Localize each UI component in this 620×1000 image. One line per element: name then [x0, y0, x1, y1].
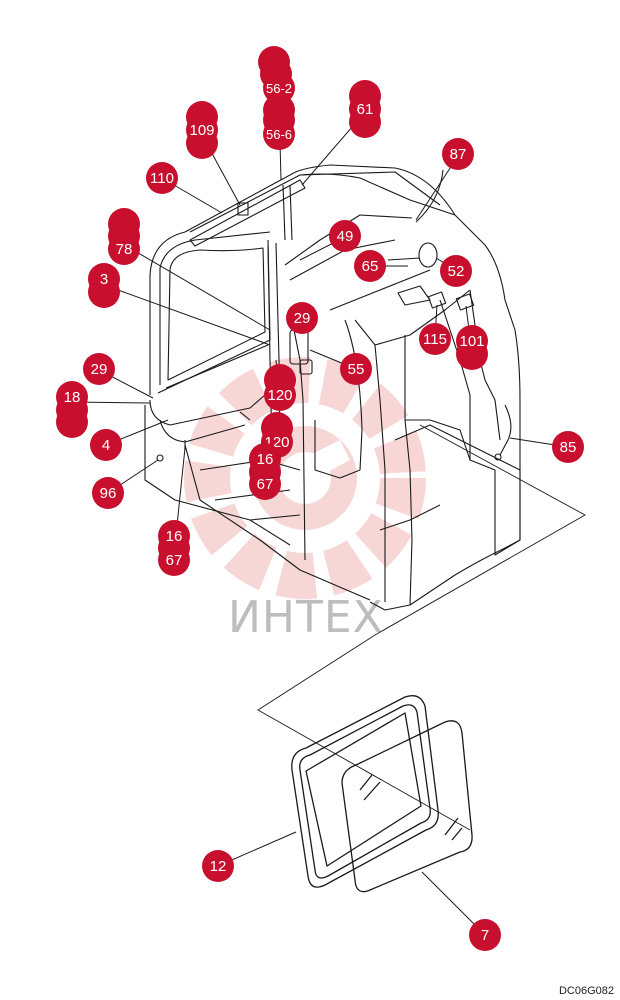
callout-109: 109: [186, 101, 218, 159]
svg-text:16: 16: [166, 528, 183, 545]
callout-4: 4: [90, 429, 122, 461]
svg-text:78: 78: [116, 241, 133, 258]
boundary-lines: [257, 424, 586, 831]
svg-text:18: 18: [64, 389, 81, 406]
svg-text:120: 120: [267, 387, 292, 404]
callout-87: 87: [442, 138, 474, 170]
svg-text:3: 3: [100, 271, 108, 288]
callout-29-lower: 29: [83, 353, 115, 385]
watermark-text: ИНТЕХ: [228, 592, 384, 643]
svg-text:49: 49: [337, 228, 354, 245]
callout-49: 49: [329, 220, 361, 252]
svg-text:61: 61: [357, 101, 374, 118]
callout-67-lower: 67: [158, 544, 190, 576]
window-seal-part-12: [291, 695, 439, 888]
svg-text:110: 110: [150, 170, 174, 187]
callout-67-upper: 67: [249, 468, 281, 500]
svg-text:101: 101: [459, 333, 484, 350]
callout-56-2: 56-2: [258, 46, 295, 104]
svg-text:85: 85: [560, 439, 577, 456]
svg-text:29: 29: [91, 361, 108, 378]
svg-text:87: 87: [450, 146, 467, 163]
svg-text:67: 67: [166, 552, 183, 569]
drawing-code: DC06G082: [559, 985, 614, 997]
svg-text:16: 16: [257, 451, 274, 468]
callout-96: 96: [92, 477, 124, 509]
callout-120-upper: 120: [264, 364, 296, 411]
svg-text:55: 55: [348, 361, 365, 378]
svg-text:96: 96: [100, 485, 117, 502]
callout-52: 52: [440, 255, 472, 287]
callout-12: 12: [202, 850, 234, 882]
callout-101: 101: [456, 325, 488, 370]
svg-text:52: 52: [448, 263, 465, 280]
svg-text:115: 115: [423, 331, 447, 348]
callout-3: 3: [88, 263, 120, 308]
svg-text:7: 7: [481, 927, 489, 944]
watermark-gear-logo: [184, 357, 426, 599]
svg-text:65: 65: [362, 258, 379, 275]
callout-110: 110: [146, 162, 178, 194]
svg-text:29: 29: [294, 310, 311, 327]
callout-115: 115: [419, 323, 451, 355]
callout-85: 85: [552, 431, 584, 463]
callout-61: 61: [349, 80, 381, 138]
callout-55: 55: [340, 353, 372, 385]
callout-78: 78: [108, 208, 140, 265]
svg-text:109: 109: [189, 122, 214, 139]
svg-text:56-2: 56-2: [266, 81, 292, 96]
callout-65: 65: [354, 250, 386, 282]
window-glass-part-7: [341, 720, 473, 893]
svg-text:67: 67: [257, 476, 274, 493]
svg-text:56-6: 56-6: [266, 127, 292, 142]
callout-7: 7: [469, 919, 501, 951]
callout-29-upper: 29: [286, 302, 318, 334]
callout-18: 18: [56, 381, 88, 438]
callout-56-6: 56-6: [263, 94, 295, 150]
svg-text:12: 12: [210, 858, 227, 875]
svg-text:4: 4: [102, 437, 110, 454]
